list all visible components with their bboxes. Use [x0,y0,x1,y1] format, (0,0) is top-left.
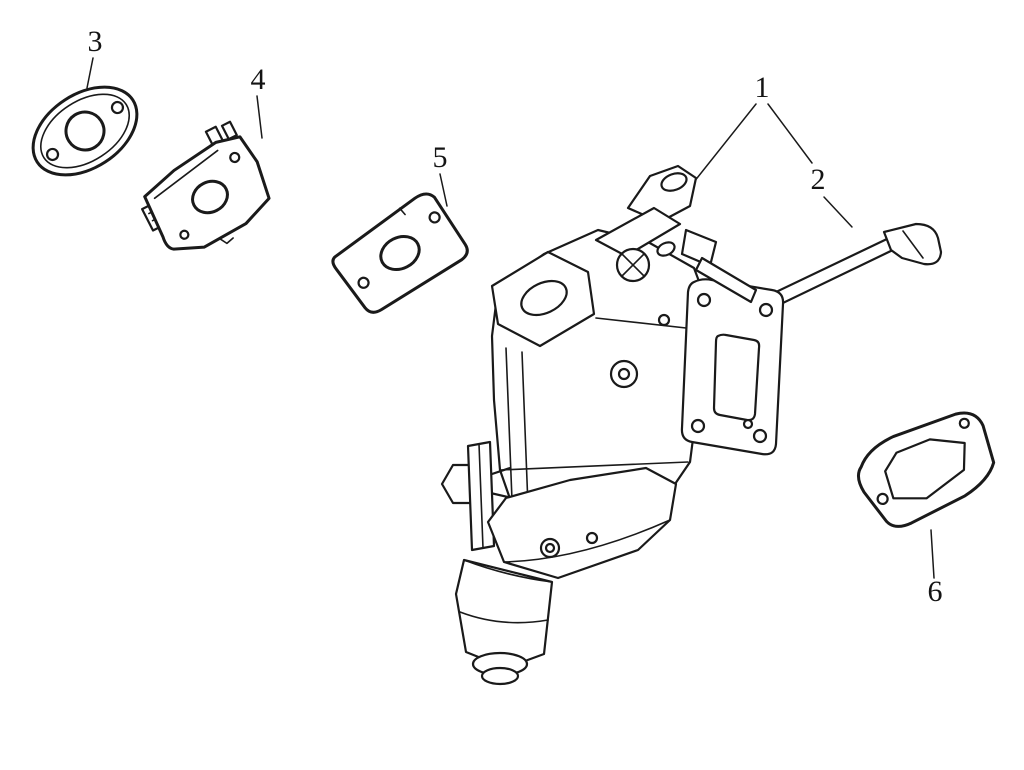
carburetor-mounting-flange [680,278,785,456]
callout-6: 6 [927,575,943,608]
leader-line-3 [86,57,94,89]
leader-line-1b [767,103,813,164]
callout-4: 4 [250,63,266,96]
leader-line-2 [823,196,853,228]
leader-line-6 [930,529,935,579]
callout-3: 3 [87,25,103,58]
carburetor-top-head [594,164,758,304]
carburetor-bowl-drain [454,558,554,686]
part-insulator-spacer [141,120,271,251]
part-choke-rod [751,222,943,316]
part-oval-flange-gasket [31,85,139,177]
callout-2: 2 [810,163,826,196]
callout-1: 1 [754,71,770,104]
part-carburetor-gasket [331,192,469,314]
callout-5: 5 [432,141,448,174]
leader-line-4 [256,95,263,139]
part-air-cleaner-gasket [856,411,996,528]
carburetor-main-body [490,228,708,546]
leader-line-5 [439,173,448,207]
carburetor-float-bowl [486,466,678,580]
carburetor-side-bracket [466,440,496,552]
part-carburetor-assembly [440,164,943,686]
